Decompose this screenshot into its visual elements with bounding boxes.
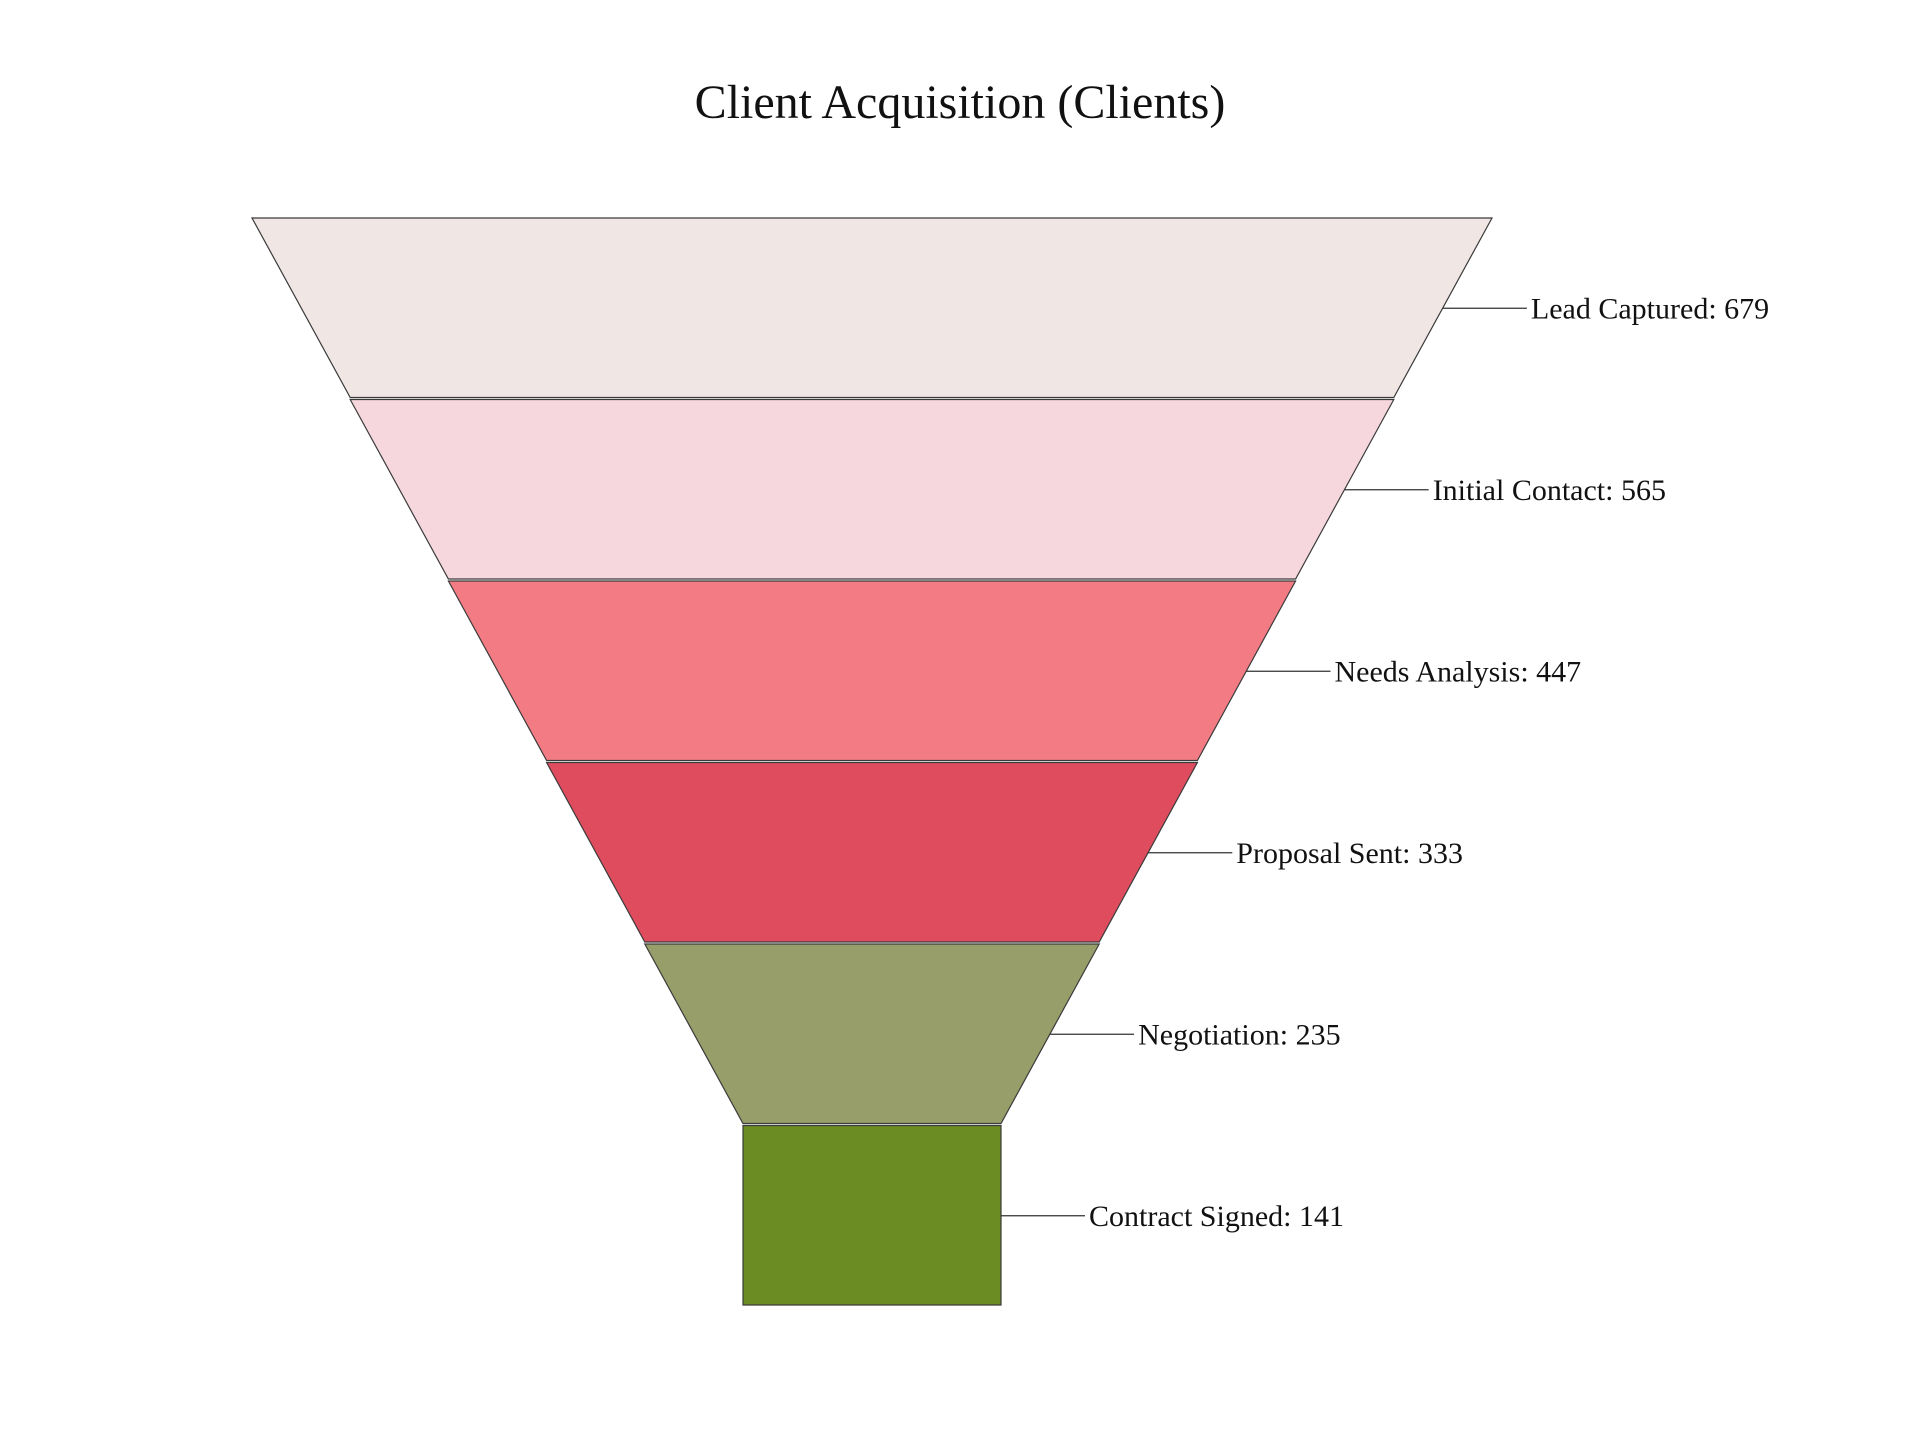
stage-label: Contract Signed: 141 — [1089, 1200, 1344, 1233]
stage-label: Negotiation: 235 — [1138, 1018, 1340, 1051]
stage-label: Initial Contact: 565 — [1433, 474, 1666, 507]
funnel-segment — [643, 943, 1101, 1125]
chart-title: Client Acquisition (Clients) — [695, 76, 1226, 129]
funnel-segments — [250, 217, 1494, 1306]
stage-label: Proposal Sent: 333 — [1236, 837, 1463, 870]
funnel-segment — [349, 398, 1395, 580]
stage-label: Needs Analysis: 447 — [1335, 655, 1582, 688]
funnel-segment — [250, 217, 1494, 399]
funnel-segment — [545, 761, 1199, 943]
funnel-leader-lines — [1001, 307, 1527, 1217]
funnel-segment — [447, 580, 1297, 762]
funnel-segment — [742, 1124, 1002, 1306]
stage-label: Lead Captured: 679 — [1531, 292, 1769, 325]
